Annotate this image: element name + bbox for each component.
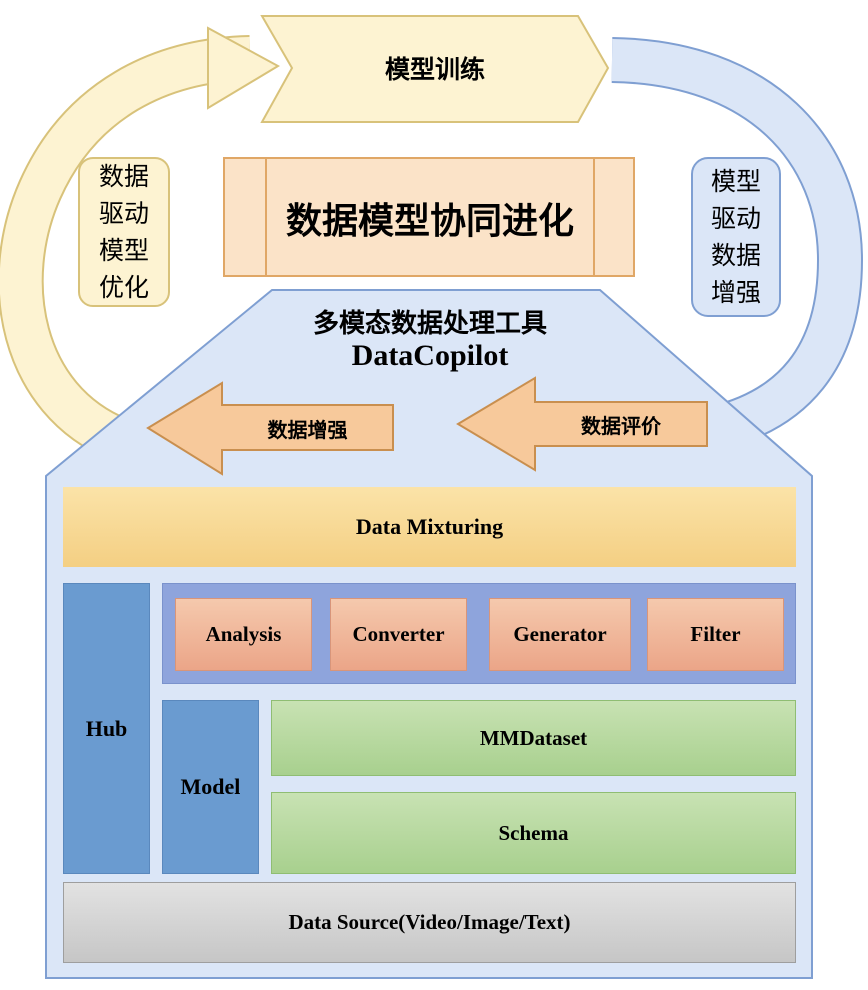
left-cycle-arrowhead bbox=[207, 26, 281, 110]
operator-filter: Filter bbox=[647, 598, 784, 671]
operator-converter: Converter bbox=[330, 598, 467, 671]
left-cycle-label: 数据 驱动 模型 优化 bbox=[98, 162, 149, 302]
right-cycle-label: 模型 驱动 数据 增强 bbox=[710, 167, 761, 307]
model-layer: Model bbox=[162, 700, 259, 874]
center-title: 数据模型协同进化 bbox=[285, 201, 574, 242]
data-source-layer: Data Source(Video/Image/Text) bbox=[63, 882, 796, 963]
mmdataset-layer: MMDataset bbox=[271, 700, 796, 776]
tool-title-en: DataCopilot bbox=[351, 339, 509, 372]
hub-layer: Hub bbox=[63, 583, 150, 874]
left-inner-arrow bbox=[146, 381, 394, 476]
right-cycle-label-box bbox=[691, 157, 781, 317]
tool-title-cn: 多模态数据处理工具 bbox=[312, 308, 547, 339]
operator-generator: Generator bbox=[489, 598, 631, 671]
right-inner-arrow-label: 数据评价 bbox=[581, 413, 661, 438]
top-chevron-arrow bbox=[260, 15, 610, 123]
left-cycle-label-box bbox=[78, 157, 170, 307]
right-inner-arrow bbox=[456, 376, 708, 472]
left-inner-arrow-label: 数据增强 bbox=[267, 417, 348, 442]
top-arrow-label: 模型训练 bbox=[384, 55, 485, 84]
operator-analysis: Analysis bbox=[175, 598, 312, 671]
schema-layer: Schema bbox=[271, 792, 796, 874]
center-title-box bbox=[223, 157, 635, 277]
data-mixturing-layer: Data Mixturing bbox=[63, 487, 796, 567]
